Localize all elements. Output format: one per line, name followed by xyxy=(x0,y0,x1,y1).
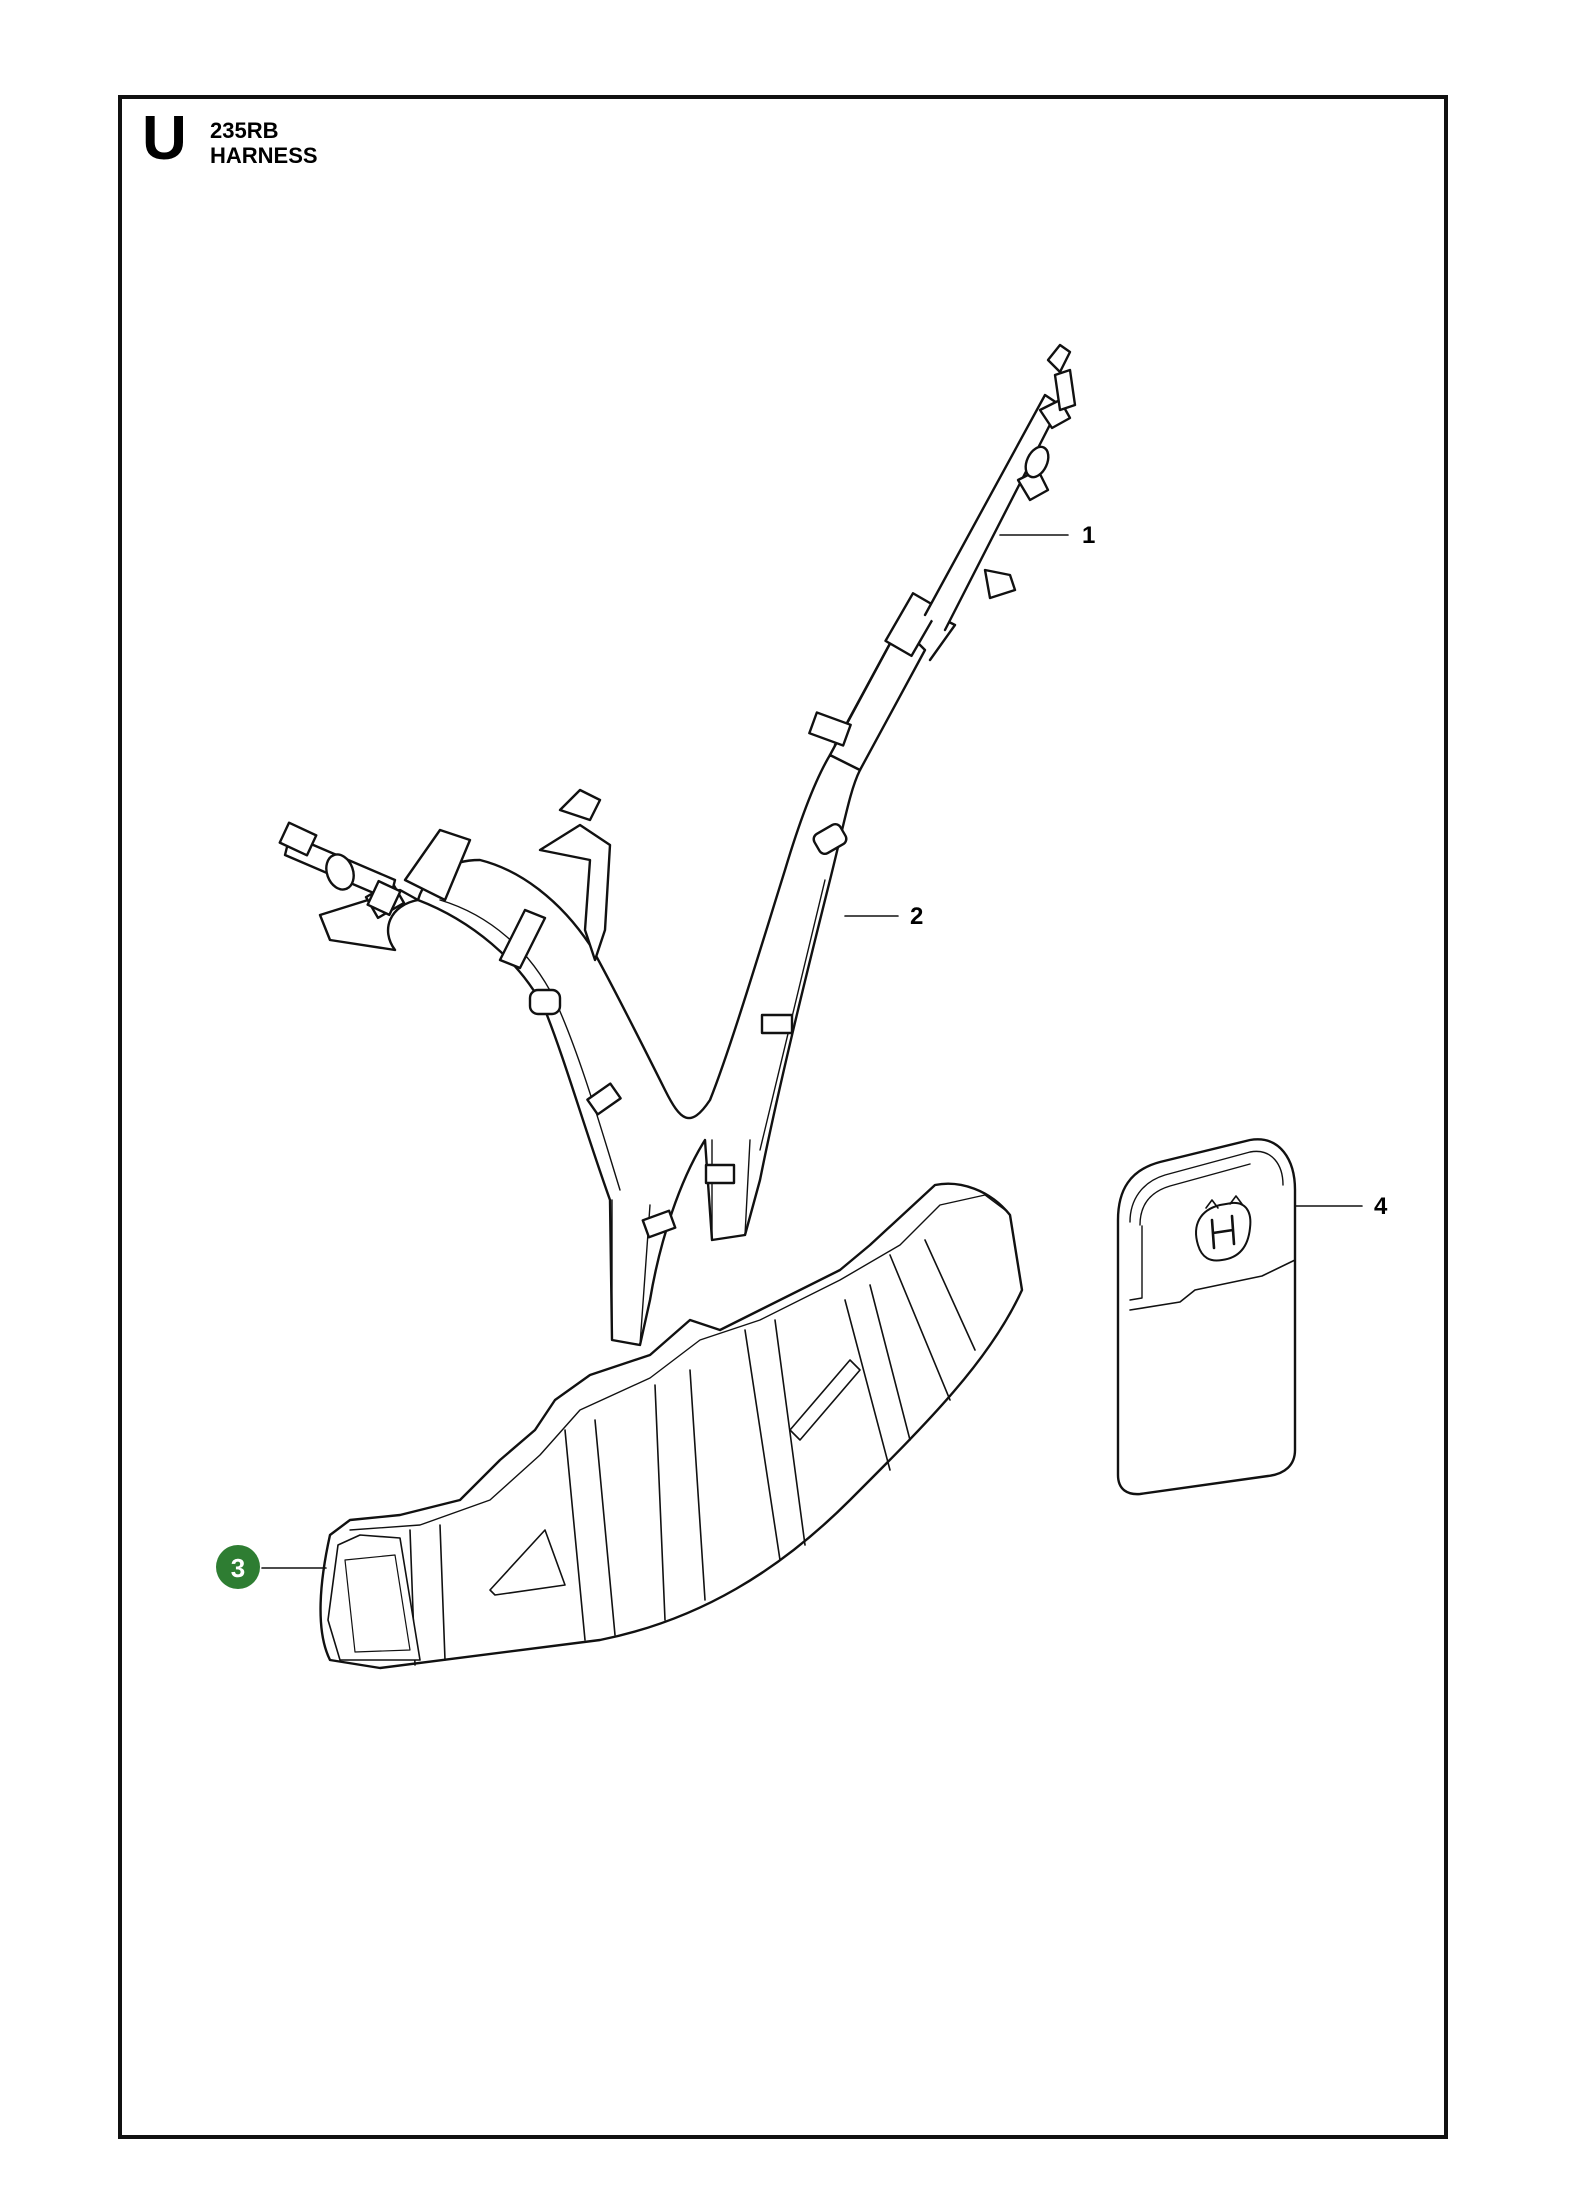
model-number: 235RB xyxy=(210,118,279,143)
callout-3-badge: 3 xyxy=(216,1545,260,1589)
section-letter: U xyxy=(142,104,187,173)
callout-4-label: 4 xyxy=(1374,1193,1388,1220)
pocket-part xyxy=(1116,1138,1297,1496)
diagram-frame xyxy=(118,95,1448,2139)
shoulder-harness-part xyxy=(278,343,1077,1347)
diagram-title: HARNESS xyxy=(210,143,318,168)
hip-pad-part xyxy=(319,1182,1024,1670)
callout-3-circle xyxy=(216,1545,260,1589)
callout-1-label: 1 xyxy=(1082,522,1095,549)
callout-2-label: 2 xyxy=(910,903,923,930)
callout-3-label: 3 xyxy=(231,1553,245,1583)
